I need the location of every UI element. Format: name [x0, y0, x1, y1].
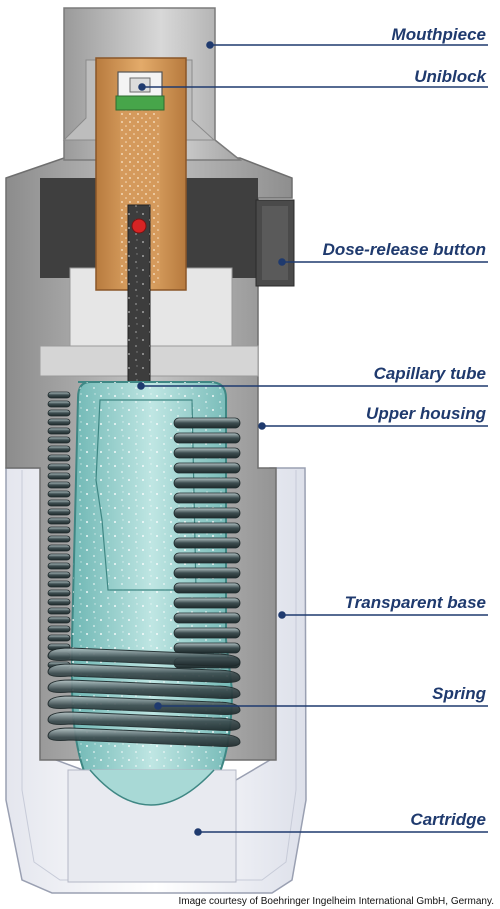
left-coil	[47, 409, 71, 417]
cartridge-inner-wall	[95, 399, 197, 591]
left-coil	[47, 517, 71, 525]
left-coil	[47, 454, 71, 462]
main-spring-coil	[47, 663, 241, 683]
left-coil	[47, 481, 71, 489]
right-coil	[173, 492, 241, 504]
left-coil	[47, 427, 71, 435]
right-coil	[173, 507, 241, 519]
right-coil	[173, 417, 241, 429]
right-coil	[173, 642, 241, 654]
left-coil	[47, 391, 71, 399]
leader-dot-mouthpiece	[206, 41, 214, 49]
main-spring-coil	[47, 711, 241, 731]
leader-dot-dose-release-button	[278, 258, 286, 266]
right-coil	[173, 567, 241, 579]
leader-dot-cartridge	[194, 828, 202, 836]
left-coil	[47, 463, 71, 471]
leader-dot-upper-housing	[258, 422, 266, 430]
left-coil	[47, 607, 71, 615]
leader-dot-transparent-base	[278, 611, 286, 619]
right-spring-coils	[173, 417, 241, 669]
right-coil	[173, 462, 241, 474]
image-credit: Image courtesy of Boehringer Ingelheim I…	[178, 896, 494, 907]
left-coil	[47, 400, 71, 408]
main-spring-coil	[47, 727, 241, 747]
main-spring-coil	[47, 679, 241, 699]
right-coil	[173, 432, 241, 444]
uniblock-filter	[115, 95, 165, 111]
right-coil	[173, 522, 241, 534]
left-coil	[47, 589, 71, 597]
left-coil	[47, 580, 71, 588]
leader-dot-capillary-tube	[137, 382, 145, 390]
left-coil	[47, 526, 71, 534]
uniblock-shape	[117, 71, 163, 99]
left-coil	[47, 616, 71, 624]
label-dose-release-button: Dose-release button	[322, 240, 486, 259]
right-coil	[173, 627, 241, 639]
right-coil	[173, 597, 241, 609]
left-coil	[47, 598, 71, 606]
label-capillary-tube: Capillary tube	[373, 364, 486, 383]
cartridge-bottom	[89, 769, 215, 806]
left-spring-coils	[47, 391, 71, 669]
right-coil	[173, 477, 241, 489]
left-coil	[47, 634, 71, 642]
left-coil	[47, 472, 71, 480]
right-coil	[173, 612, 241, 624]
right-coil	[173, 552, 241, 564]
left-coil	[47, 571, 71, 579]
main-spring-coil	[47, 695, 241, 715]
main-spring-coil	[47, 647, 241, 667]
left-coil	[47, 535, 71, 543]
left-coil	[47, 445, 71, 453]
left-coil	[47, 508, 71, 516]
right-coil	[173, 582, 241, 594]
left-coil	[47, 562, 71, 570]
label-spring: Spring	[432, 684, 486, 703]
label-upper-housing: Upper housing	[366, 404, 486, 423]
left-coil	[47, 490, 71, 498]
right-coil	[173, 447, 241, 459]
label-cartridge: Cartridge	[410, 810, 486, 829]
left-coil	[47, 436, 71, 444]
right-coil	[173, 537, 241, 549]
leader-dot-spring	[154, 702, 162, 710]
label-transparent-base: Transparent base	[344, 593, 486, 612]
leader-lines	[137, 41, 488, 836]
capillary-valve-ball	[131, 218, 147, 234]
leader-dot-uniblock	[138, 83, 146, 91]
label-uniblock: Uniblock	[414, 67, 486, 86]
left-coil	[47, 499, 71, 507]
left-coil	[47, 553, 71, 561]
left-coil	[47, 544, 71, 552]
left-coil	[47, 625, 71, 633]
dose-release-button-face	[262, 206, 288, 280]
left-coil	[47, 418, 71, 426]
label-mouthpiece: Mouthpiece	[391, 25, 486, 44]
main-spring	[47, 647, 241, 747]
